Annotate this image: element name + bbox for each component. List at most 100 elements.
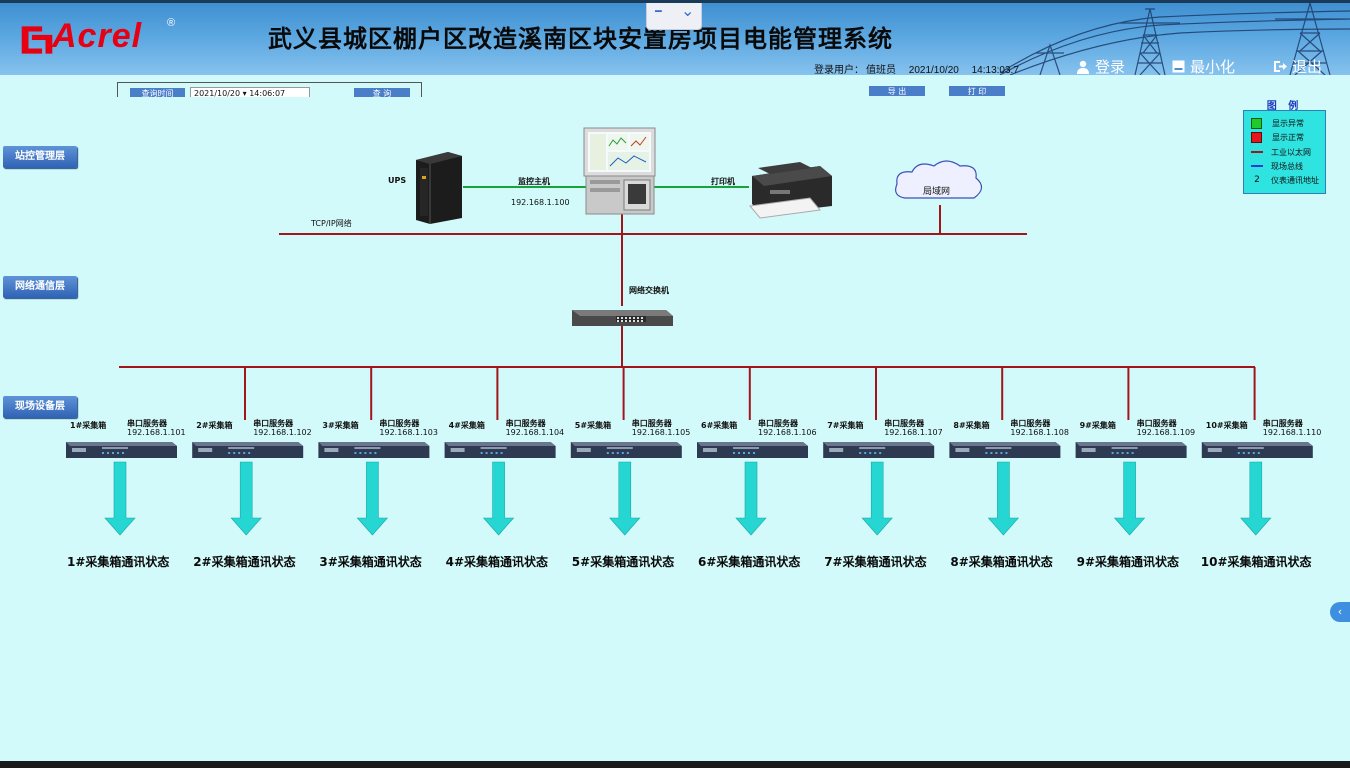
collection-box-label: 7#采集箱 (827, 421, 864, 430)
down-arrow-icon (1113, 461, 1146, 536)
query-toolbar: 查询时间 2021/10/20 ▾ 14:06:07 查 询 (117, 82, 422, 97)
minimize-button[interactable]: 最小化 (1172, 56, 1235, 75)
collection-box-label: 6#采集箱 (701, 421, 738, 430)
serial-server-icon (823, 442, 935, 458)
comm-status-label-6: 6#采集箱通讯状态 (698, 555, 801, 569)
top-border (0, 0, 1350, 3)
serial-server-icon (444, 442, 556, 458)
comm-status-label-2: 2#采集箱通讯状态 (193, 555, 296, 569)
serial-server-icon (192, 442, 304, 458)
collection-box-label: 8#采集箱 (953, 421, 990, 430)
down-arrow-icon (609, 461, 641, 536)
acrel-logo-icon (21, 26, 53, 54)
device-column-10 (1201, 442, 1313, 536)
export-button[interactable]: 导 出 (869, 86, 925, 96)
lan-label: 局域网 (923, 187, 951, 197)
network-switch-icon (572, 310, 673, 326)
serial-server-icon (66, 442, 177, 458)
legend-panel: 显示异常 显示正常 工业以太网 现场总线 2 仪表通讯地址 (1243, 110, 1326, 194)
device-column-5 (570, 367, 751, 536)
switch-label: 网络交换机 (629, 286, 669, 295)
serial-server-icon (949, 442, 1061, 458)
serial-server-label: 串口服务器 (379, 419, 420, 428)
logo-text: Acrel (52, 17, 143, 55)
login-button[interactable]: 登录 (1076, 56, 1125, 75)
user-name: 值班员 (866, 65, 896, 75)
serial-server-icon (318, 442, 430, 458)
down-arrow-icon (987, 461, 1020, 536)
device-column-6 (697, 367, 877, 536)
serial-server-icon (1075, 442, 1187, 458)
lan-cloud-icon (895, 160, 983, 199)
serial-server-ip: 192.168.1.107 (884, 428, 943, 437)
serial-server-label: 串口服务器 (1136, 419, 1177, 428)
serial-server-ip: 192.168.1.108 (1010, 428, 1069, 437)
query-datetime-picker[interactable]: 2021/10/20 ▾ 14:06:07 (190, 87, 310, 97)
host-ip-label: 192.168.1.100 (511, 198, 570, 207)
serial-server-ip: 192.168.1.110 (1262, 428, 1322, 437)
field-layer-button[interactable]: 现场设备层 (3, 396, 77, 418)
device-column-7 (823, 367, 1004, 536)
serial-server-label: 串口服务器 (505, 419, 546, 428)
serial-server-icon (1201, 442, 1313, 458)
serial-server-ip: 192.168.1.105 (631, 428, 691, 437)
legend-item-abnormal: 显示异常 (1251, 117, 1304, 129)
app-header: Acrel ® 武义县城区棚户区改造溪南区块安置房项目电能管理系统 登录用户：值… (0, 3, 1350, 75)
query-time-label: 查询时间 (130, 88, 185, 97)
user-label: 登录用户： (814, 65, 864, 75)
serial-server-label: 串口服务器 (884, 419, 925, 428)
query-button[interactable]: 查 询 (354, 88, 410, 97)
serial-server-icon (570, 442, 682, 458)
collection-box-label: 4#采集箱 (448, 421, 485, 430)
logout-button[interactable]: 退出 (1273, 56, 1322, 75)
down-arrow-icon (861, 461, 893, 536)
device-columns (66, 367, 1313, 536)
legend-item-ethernet: 工业以太网 (1251, 146, 1311, 158)
chevron-left-icon: ‹ (1337, 605, 1343, 618)
user-icon (1077, 60, 1089, 74)
serial-server-label: 串口服务器 (631, 419, 672, 428)
serial-server-ip: 192.168.1.106 (758, 428, 817, 437)
down-arrow-icon (104, 461, 136, 536)
collection-box-label: 5#采集箱 (574, 421, 612, 430)
device-column-8 (949, 367, 1130, 536)
collection-box-label: 10#采集箱 (1205, 421, 1248, 430)
collection-box-label: 2#采集箱 (196, 421, 233, 430)
comm-status-label-3: 3#采集箱通讯状态 (319, 555, 422, 569)
serial-server-label: 串口服务器 (253, 419, 294, 428)
logout-icon (1274, 61, 1287, 72)
station-layer-button[interactable]: 站控管理层 (3, 146, 77, 168)
comm-status-label-8: 8#采集箱通讯状态 (950, 555, 1053, 569)
current-date: 2021/10/20 (908, 65, 959, 75)
side-panel-toggle[interactable]: ‹ (1330, 602, 1350, 622)
current-time: 14:13:03.7 (971, 65, 1019, 75)
comm-status-label-10: 10#采集箱通讯状态 (1200, 555, 1312, 569)
serial-server-ip: 192.168.1.104 (505, 428, 565, 437)
network-layer-button[interactable]: 网络通信层 (3, 276, 77, 298)
bottom-border (0, 761, 1350, 768)
minimize-icon (1172, 60, 1185, 73)
header-collapse-toggle[interactable]: ━ ⌄ (646, 1, 702, 30)
red-line-icon (1251, 151, 1263, 153)
device-column-2 (192, 367, 373, 536)
collection-box-label: 1#采集箱 (70, 421, 107, 430)
chevron-down-icon: ⌄ (681, 1, 695, 20)
comm-status-label-9: 9#采集箱通讯状态 (1076, 555, 1179, 569)
logout-label: 退出 (1292, 59, 1323, 75)
serial-server-label: 串口服务器 (758, 419, 798, 428)
down-arrow-icon (230, 461, 262, 536)
system-title: 武义县城区棚户区改造溪南区块安置房项目电能管理系统 (268, 24, 893, 53)
monitoring-host-icon (583, 127, 656, 215)
serial-server-ip: 192.168.1.101 (127, 428, 186, 437)
minimize-label: 最小化 (1190, 59, 1236, 75)
serial-server-label: 串口服务器 (1262, 419, 1303, 428)
collection-box-label: 9#采集箱 (1079, 421, 1116, 430)
down-arrow-icon (482, 461, 515, 536)
print-button[interactable]: 打 印 (949, 86, 1005, 96)
tcpip-label: TCP/IP网络 (311, 219, 352, 228)
printer-label: 打印机 (711, 177, 735, 186)
red-square-icon (1251, 131, 1262, 143)
device-column-1 (66, 367, 246, 536)
legend-item-fieldbus: 现场总线 (1251, 160, 1303, 172)
